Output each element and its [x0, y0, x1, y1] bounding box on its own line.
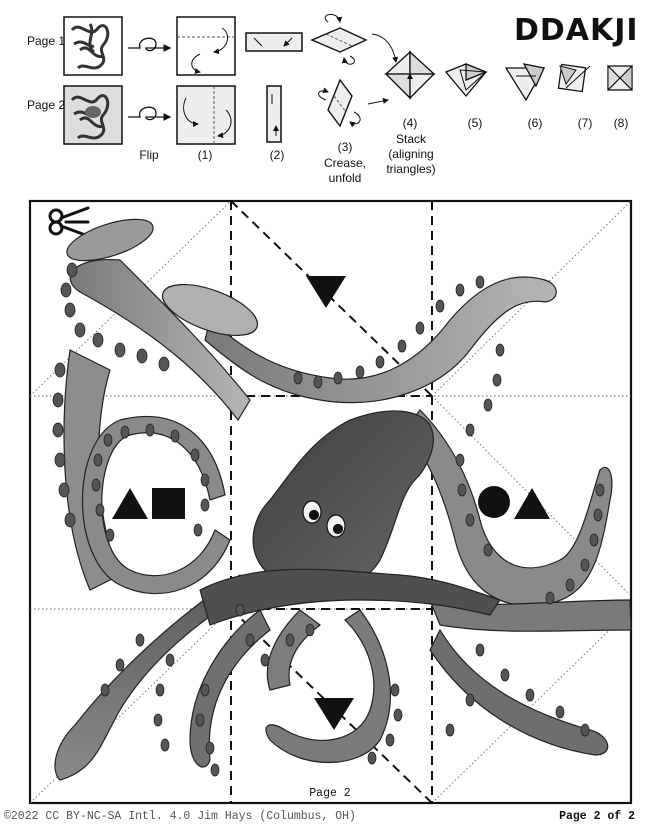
bottom-triangle-symbol: [314, 698, 354, 730]
left-triangle-symbol: [112, 488, 148, 519]
step-7-diagram: [557, 63, 591, 93]
right-triangle-symbol: [514, 488, 550, 519]
step-5-diagram: [444, 63, 488, 98]
cut-sheet: [28, 199, 633, 805]
step-1-diagram: [176, 16, 236, 145]
flip-arrow-icon: [128, 37, 172, 121]
page1-label: Page 1: [26, 34, 66, 48]
step-5-number: (5): [467, 116, 483, 130]
step-3-caption: Crease, unfold: [323, 156, 367, 185]
step-8-number: (8): [613, 116, 629, 130]
step-6-number: (6): [527, 116, 543, 130]
step-7-number: (7): [577, 116, 593, 130]
step-8-diagram: [607, 64, 633, 92]
ddakji-logo: DDAKJI: [514, 13, 639, 48]
step-4-number: (4): [402, 116, 418, 130]
step-4-caption: Stack (aligning triangles): [386, 132, 436, 176]
page2-thumbnail: [63, 85, 123, 145]
step-6-diagram: [504, 63, 546, 102]
step-3-diagram: [310, 14, 399, 128]
step-1-number: (1): [197, 148, 213, 162]
instruction-diagrams: [63, 14, 633, 145]
octopus-suckers: [52, 262, 605, 777]
page2-label: Page 2: [26, 98, 66, 112]
step-4-diagram: [384, 50, 436, 100]
flip-label: Flip: [139, 148, 159, 162]
step-3-number: (3): [337, 140, 353, 154]
octopus-illustration: [52, 218, 632, 781]
step-2-diagram: [245, 32, 303, 143]
sheet-page-label: Page 2: [309, 787, 351, 800]
copyright-text: ©2022 CC BY-NC-SA Intl. 4.0 Jim Hays (Co…: [4, 810, 356, 823]
top-triangle-symbol: [306, 276, 346, 308]
right-circle-symbol: [478, 486, 510, 518]
page-count: Page 2 of 2: [559, 810, 635, 823]
page1-thumbnail: [63, 16, 123, 76]
left-square-symbol: [152, 488, 185, 519]
step-2-number: (2): [269, 148, 285, 162]
fold-symbols: [112, 276, 550, 730]
octopus-eyes: [302, 500, 346, 538]
brand-text: DDAKJI: [514, 13, 639, 48]
